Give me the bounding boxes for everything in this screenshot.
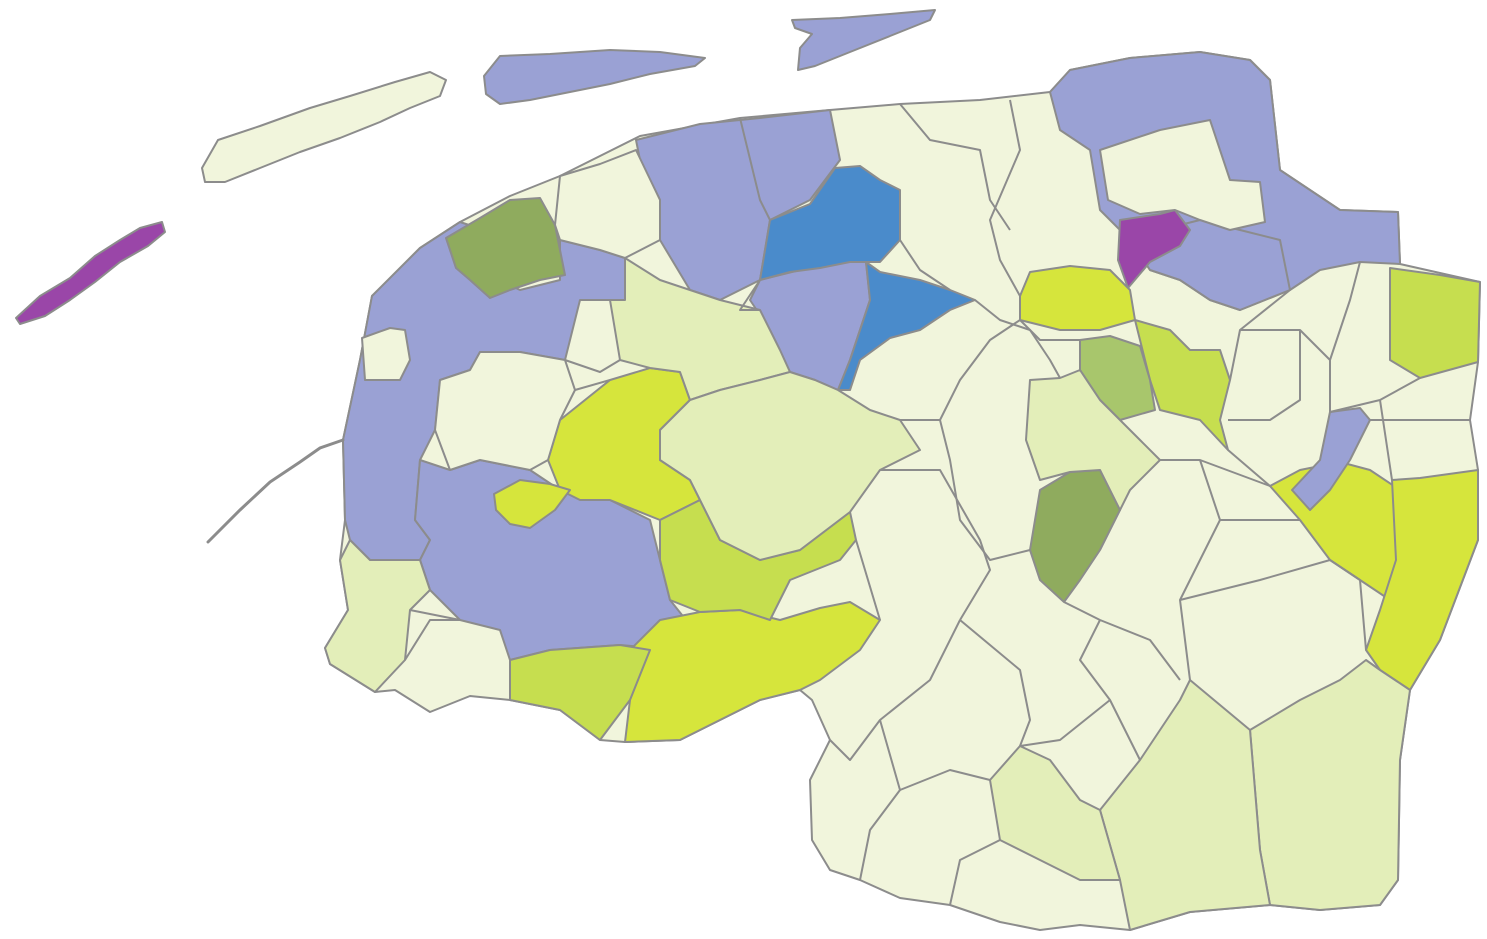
region-light-center-east[interactable] bbox=[1025, 369, 1161, 511]
region-pale-north-center[interactable] bbox=[1099, 119, 1266, 231]
region-lime-north[interactable] bbox=[1019, 265, 1136, 331]
region-island-pale[interactable] bbox=[201, 71, 447, 183]
region-pale-west-inner[interactable] bbox=[434, 351, 576, 471]
region-island-lavender-west[interactable] bbox=[483, 49, 706, 105]
region-island-purple[interactable] bbox=[15, 221, 166, 325]
dike-line bbox=[206, 438, 345, 544]
region-lime-small[interactable] bbox=[493, 479, 571, 529]
region-light-south[interactable] bbox=[989, 745, 1121, 881]
region-pale-northwest[interactable] bbox=[554, 149, 661, 259]
region-yg-southwest[interactable] bbox=[509, 644, 651, 741]
municipality-borders bbox=[404, 99, 1470, 906]
region-light-south-east[interactable] bbox=[1099, 679, 1271, 931]
region-island-lavender-east[interactable] bbox=[791, 9, 936, 71]
region-pale-small-west[interactable] bbox=[361, 327, 411, 381]
region-northwest-olive[interactable] bbox=[445, 197, 566, 299]
region-yg-northeast[interactable] bbox=[1389, 267, 1481, 379]
region-lavender-east-strip[interactable] bbox=[1291, 407, 1371, 511]
region-blue-south[interactable] bbox=[837, 261, 976, 391]
region-purple-inland[interactable] bbox=[1117, 209, 1191, 289]
region-light-west[interactable] bbox=[324, 539, 431, 693]
region-yg-corridor[interactable] bbox=[1134, 319, 1231, 451]
